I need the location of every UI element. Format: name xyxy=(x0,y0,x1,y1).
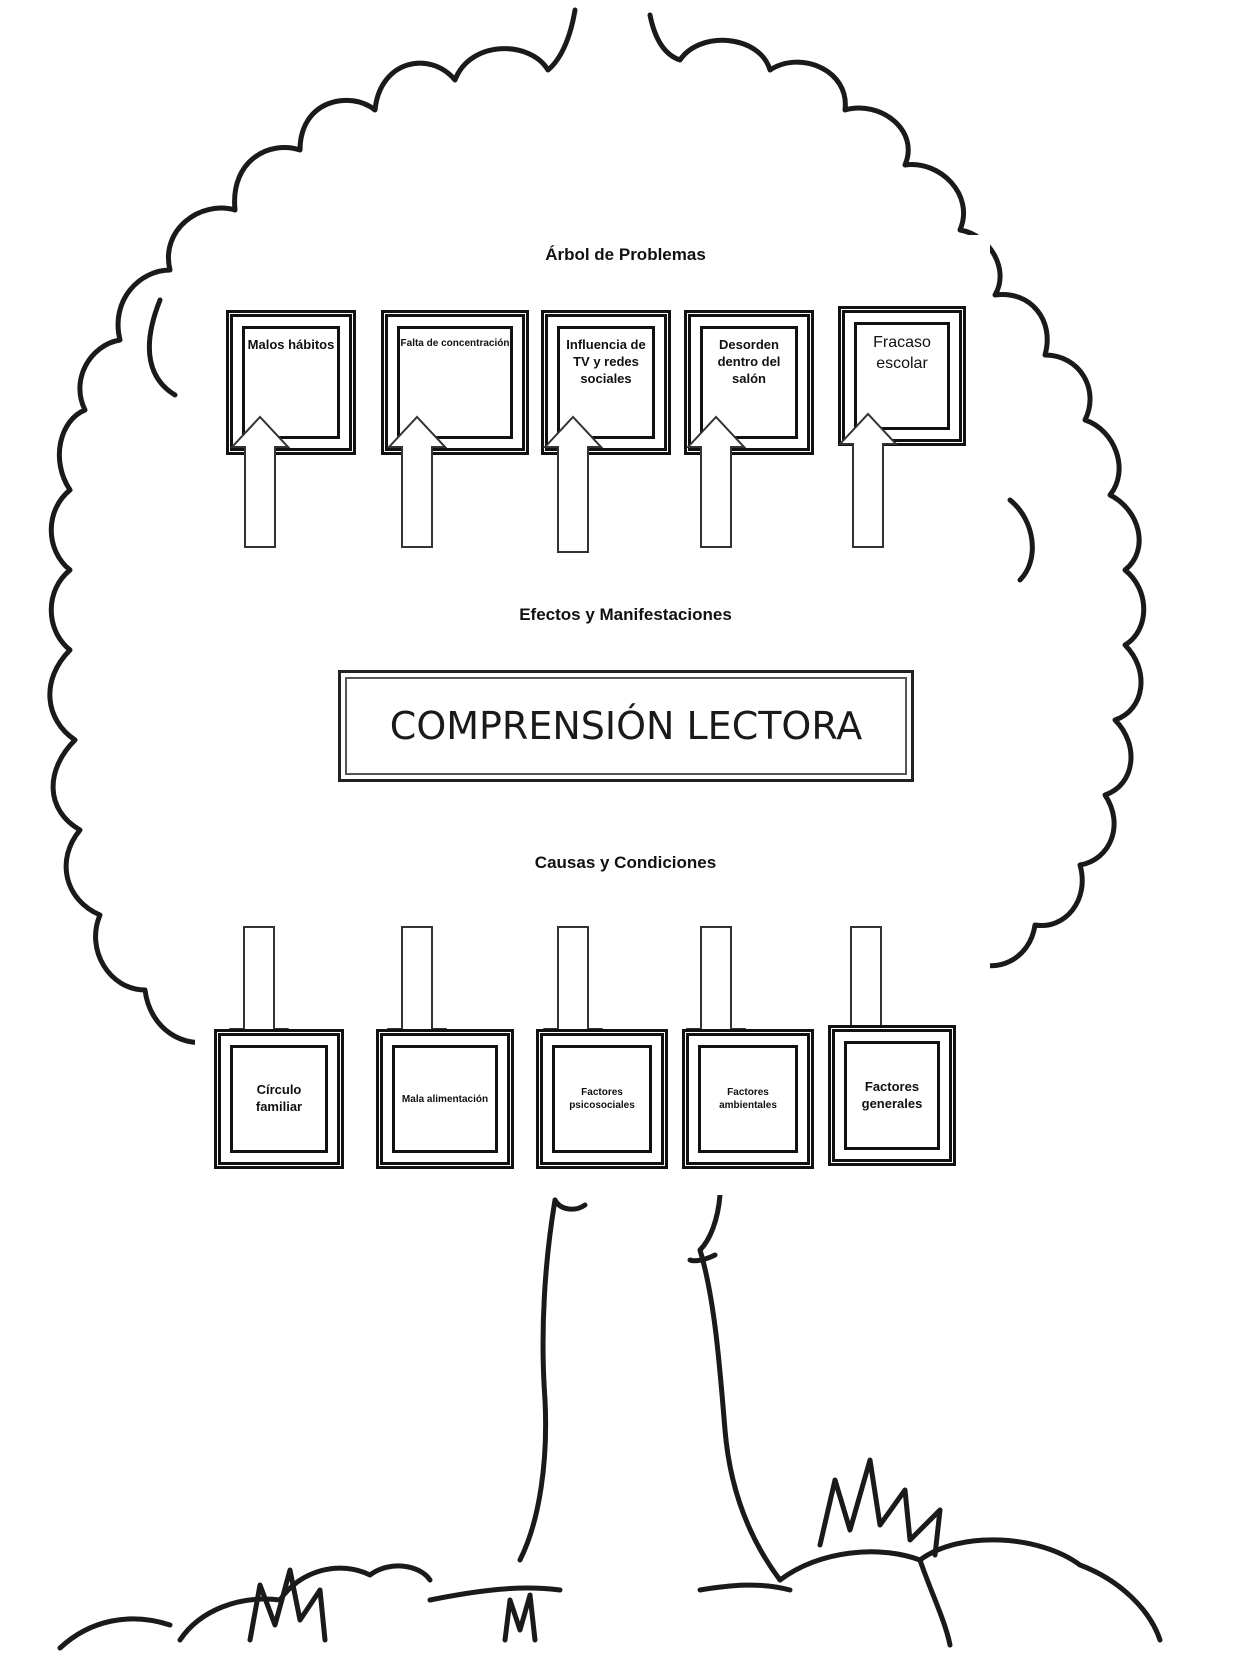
cause-label-3: Factores psicosociales xyxy=(552,1045,652,1153)
bush-bottom-left xyxy=(60,1619,170,1648)
cause-label-2: Mala alimentación xyxy=(392,1045,498,1153)
cause-box-4: Factores ambientales xyxy=(686,1033,810,1165)
cause-label-5: Factores generales xyxy=(844,1041,940,1150)
up-arrow-5 xyxy=(838,412,898,550)
up-arrow-4 xyxy=(686,415,746,550)
up-arrow-2 xyxy=(387,415,447,550)
cause-box-1: Círculo familiar xyxy=(218,1033,340,1165)
canopy-lobe-right xyxy=(1010,500,1032,580)
diagram-title: Árbol de Problemas xyxy=(0,245,1251,265)
cause-box-2: Mala alimentación xyxy=(380,1033,510,1165)
canopy-lobe-left xyxy=(149,300,175,395)
ground-line xyxy=(430,1585,790,1600)
trunk-left-edge xyxy=(520,1200,555,1560)
causes-heading: Causas y Condiciones xyxy=(0,853,1251,873)
bush-right xyxy=(780,1540,1160,1640)
up-arrow-3 xyxy=(543,415,603,555)
bush-right-back xyxy=(920,1560,950,1645)
effects-heading: Efectos y Manifestaciones xyxy=(0,605,1251,625)
trunk-top-left xyxy=(555,1200,585,1209)
trunk-right-edge xyxy=(700,1195,780,1580)
bush-left xyxy=(180,1566,430,1640)
grass-trunk xyxy=(505,1595,535,1640)
cause-box-3: Factores psicosociales xyxy=(540,1033,664,1165)
central-problem-box: COMPRENSIÓN LECTORA xyxy=(338,670,914,782)
cause-label-4: Factores ambientales xyxy=(698,1045,798,1153)
cause-box-5: Factores generales xyxy=(832,1029,952,1162)
cause-label-1: Círculo familiar xyxy=(230,1045,328,1153)
grass-right xyxy=(820,1460,940,1555)
central-problem-label: COMPRENSIÓN LECTORA xyxy=(390,704,862,748)
up-arrow-1 xyxy=(230,415,290,550)
grass-left xyxy=(250,1570,325,1640)
